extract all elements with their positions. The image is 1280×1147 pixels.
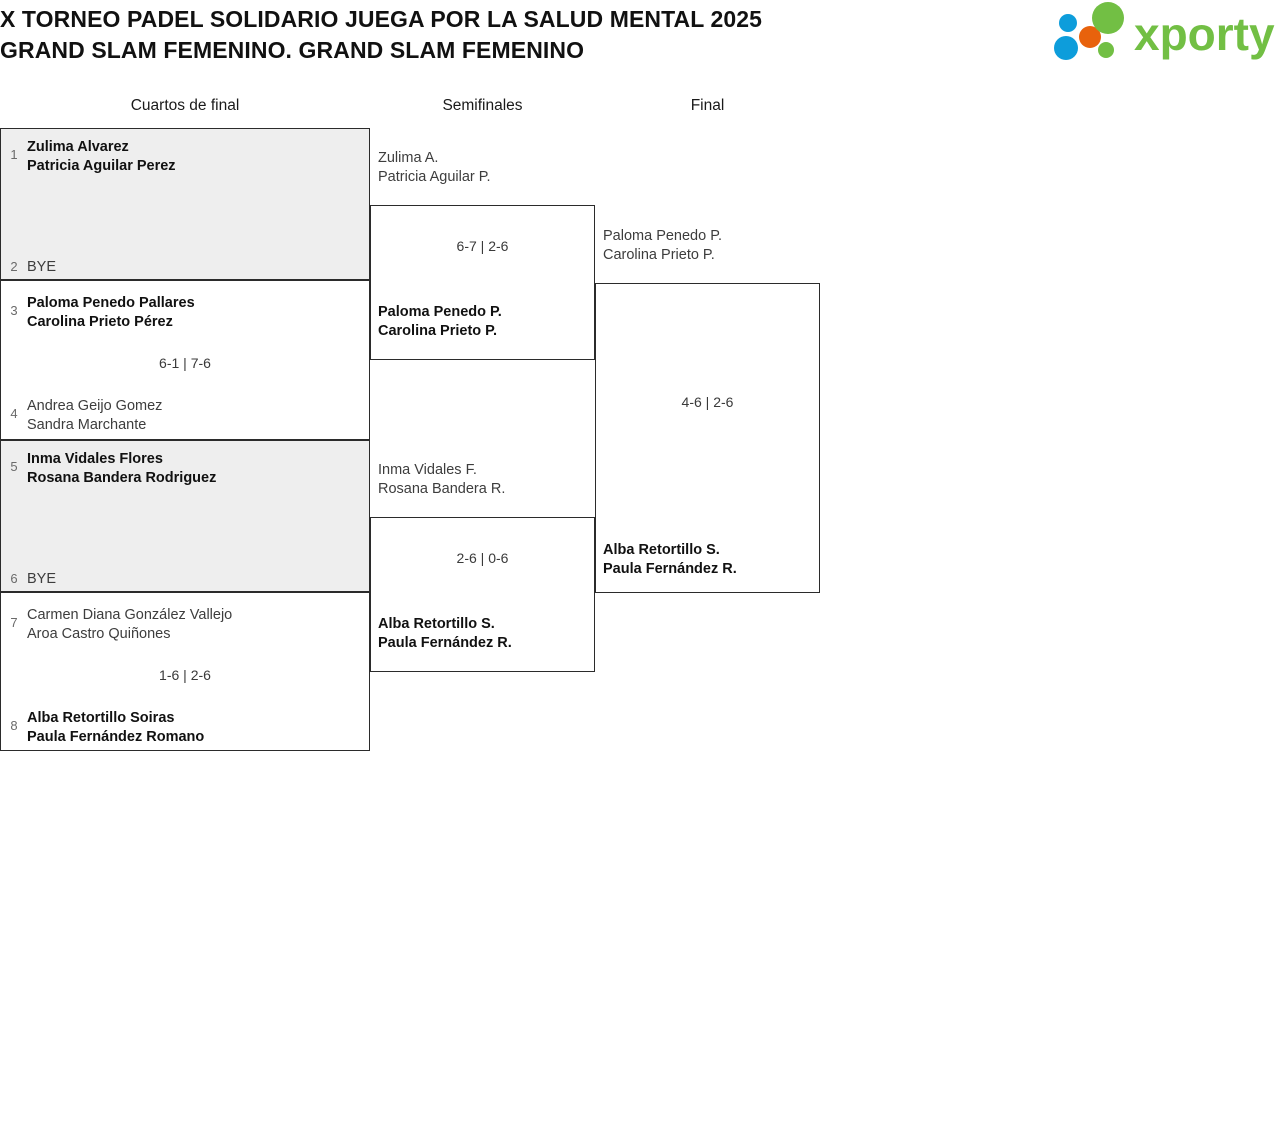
team-name: Zulima A. Patricia Aguilar P. — [378, 148, 594, 186]
player-line-2: Patricia Aguilar P. — [378, 168, 491, 185]
seed-number: 6 — [10, 571, 18, 586]
match-score: 4-6 | 2-6 — [681, 394, 734, 410]
player-line-2: Carolina Prieto P. — [378, 322, 497, 339]
team-name: Alba Retortillo S. Paula Fernández R. — [603, 540, 819, 578]
match-slot-top[interactable]: 7 Carmen Diana González Vallejo Aroa Cas… — [1, 605, 369, 643]
player-line-2: Paula Fernández Romano — [27, 728, 205, 745]
round-header-final: Final — [690, 97, 725, 114]
team-name: Carmen Diana González Vallejo Aroa Castr… — [27, 605, 369, 643]
page-header: X TORNEO PADEL SOLIDARIO JUEGA POR LA SA… — [0, 0, 1280, 86]
player-line-1: Inma Vidales Flores — [27, 451, 163, 467]
match-slot-top[interactable]: Zulima A. Patricia Aguilar P. — [371, 148, 594, 186]
xporty-logo-svg: xporty — [1054, 2, 1275, 60]
match-quarterfinal-1[interactable]: 1 Zulima Alvarez Patricia Aguilar Perez … — [0, 128, 370, 280]
player-line-1: Alba Retortillo Soiras — [27, 710, 175, 726]
match-semifinal-2[interactable]: Inma Vidales F. Rosana Bandera R. Alba R… — [370, 462, 595, 672]
match-score: 1-6 | 2-6 — [159, 667, 211, 683]
player-line-1: Inma Vidales F. — [378, 462, 477, 478]
team-name: Paloma Penedo P. Carolina Prieto P. — [603, 226, 819, 264]
player-line-2: Paula Fernández R. — [603, 560, 737, 577]
seed-number: 3 — [10, 303, 18, 318]
match-final[interactable]: Paloma Penedo P. Carolina Prieto P. Alba… — [595, 228, 820, 593]
team-name: Inma Vidales Flores Rosana Bandera Rodri… — [27, 449, 369, 487]
team-name: BYE — [27, 561, 369, 589]
match-slot-bottom[interactable]: 6 BYE — [1, 561, 369, 589]
player-line-1: BYE — [27, 259, 57, 275]
xporty-logo[interactable]: xporty — [1046, 2, 1278, 64]
match-slot-top[interactable]: 5 Inma Vidales Flores Rosana Bandera Rod… — [1, 449, 369, 487]
player-line-2: Rosana Bandera R. — [378, 480, 506, 497]
player-line-1: Paloma Penedo Pallares — [27, 295, 195, 311]
player-line-2: Aroa Castro Quiñones — [27, 625, 171, 642]
match-semifinal-1[interactable]: Zulima A. Patricia Aguilar P. Paloma Pen… — [370, 150, 595, 360]
player-line-2: Paula Fernández R. — [378, 634, 512, 651]
seed-number: 2 — [10, 259, 18, 274]
player-line-1: Alba Retortillo S. — [603, 542, 720, 558]
player-line-2: Rosana Bandera Rodriguez — [27, 469, 217, 486]
seed-number: 1 — [10, 147, 18, 162]
player-line-2: Patricia Aguilar Perez — [27, 157, 176, 174]
logo-wordmark: xporty — [1134, 8, 1275, 60]
round-header-quarterfinals: Cuartos de final — [130, 97, 240, 114]
seed-number: 4 — [10, 406, 18, 421]
tournament-title: X TORNEO PADEL SOLIDARIO JUEGA POR LA SA… — [0, 4, 980, 66]
seed-number: 8 — [10, 718, 18, 733]
player-line-1: Paloma Penedo P. — [603, 228, 723, 244]
team-name: Zulima Alvarez Patricia Aguilar Perez — [27, 137, 369, 175]
team-name: Alba Retortillo Soiras Paula Fernández R… — [27, 708, 369, 746]
match-slot-bottom[interactable]: Alba Retortillo S. Paula Fernández R. — [596, 540, 819, 578]
match-score: 2-6 | 0-6 — [456, 550, 509, 566]
player-line-1: BYE — [27, 571, 57, 587]
match-quarterfinal-2[interactable]: 3 Paloma Penedo Pallares Carolina Prieto… — [0, 280, 370, 440]
seed-number: 5 — [10, 459, 18, 474]
player-line-1: Paloma Penedo P. — [378, 304, 502, 320]
player-line-1: Carmen Diana González Vallejo — [27, 607, 233, 623]
title-line-1: X TORNEO PADEL SOLIDARIO JUEGA POR LA SA… — [0, 6, 763, 32]
match-score: 6-7 | 2-6 — [456, 238, 509, 254]
match-slot-top[interactable]: Inma Vidales F. Rosana Bandera R. — [371, 460, 594, 498]
player-line-2: Carolina Prieto P. — [603, 246, 715, 263]
match-slot-top[interactable]: 1 Zulima Alvarez Patricia Aguilar Perez — [1, 137, 369, 175]
player-line-1: Zulima A. — [378, 150, 439, 166]
logo-dot-green-large — [1092, 2, 1124, 34]
team-name: BYE — [27, 249, 369, 277]
match-slot-top[interactable]: Paloma Penedo P. Carolina Prieto P. — [596, 226, 819, 264]
match-slot-top[interactable]: 3 Paloma Penedo Pallares Carolina Prieto… — [1, 293, 369, 331]
player-line-1: Zulima Alvarez — [27, 139, 129, 155]
seed-number: 7 — [10, 615, 18, 630]
round-header-semifinals: Semifinales — [442, 97, 523, 114]
player-line-1: Alba Retortillo S. — [378, 616, 495, 632]
title-line-2: GRAND SLAM FEMENINO. GRAND SLAM FEMENINO — [0, 37, 585, 63]
match-quarterfinal-4[interactable]: 7 Carmen Diana González Vallejo Aroa Cas… — [0, 592, 370, 751]
match-slot-bottom[interactable]: 8 Alba Retortillo Soiras Paula Fernández… — [1, 708, 369, 746]
match-slot-bottom[interactable]: Paloma Penedo P. Carolina Prieto P. — [371, 302, 594, 340]
match-slot-bottom[interactable]: 4 Andrea Geijo Gomez Sandra Marchante — [1, 396, 369, 434]
match-slot-bottom[interactable]: 2 BYE — [1, 249, 369, 277]
logo-dot-orange — [1079, 26, 1101, 48]
team-name: Alba Retortillo S. Paula Fernández R. — [378, 614, 594, 652]
logo-dot-blue-small — [1059, 14, 1077, 32]
logo-dot-green-small — [1098, 42, 1114, 58]
player-line-2: Carolina Prieto Pérez — [27, 313, 173, 330]
logo-dot-blue-large — [1054, 36, 1078, 60]
match-score: 6-1 | 7-6 — [159, 355, 211, 371]
team-name: Andrea Geijo Gomez Sandra Marchante — [27, 396, 369, 434]
team-name: Paloma Penedo P. Carolina Prieto P. — [378, 302, 594, 340]
team-name: Inma Vidales F. Rosana Bandera R. — [378, 460, 594, 498]
player-line-1: Andrea Geijo Gomez — [27, 398, 163, 414]
match-quarterfinal-3[interactable]: 5 Inma Vidales Flores Rosana Bandera Rod… — [0, 440, 370, 592]
match-slot-bottom[interactable]: Alba Retortillo S. Paula Fernández R. — [371, 614, 594, 652]
team-name: Paloma Penedo Pallares Carolina Prieto P… — [27, 293, 369, 331]
player-line-2: Sandra Marchante — [27, 416, 147, 433]
